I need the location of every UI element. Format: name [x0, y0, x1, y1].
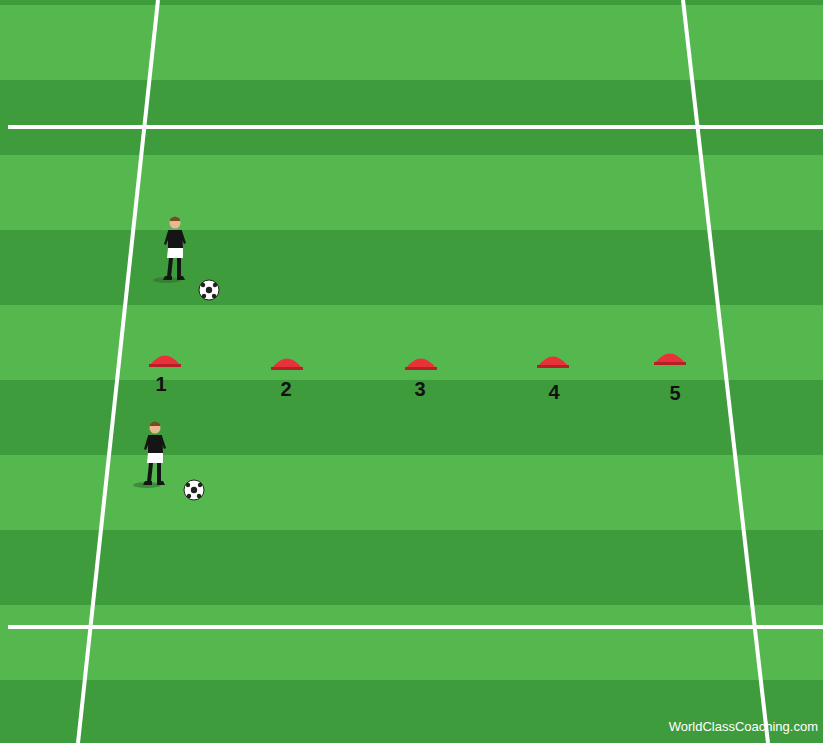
- cone: [654, 354, 686, 366]
- cone: [405, 359, 437, 371]
- watermark: WorldClassCoaching.com: [669, 719, 818, 734]
- player: [133, 422, 166, 489]
- cone: [537, 357, 569, 369]
- pitch-lines: [8, 0, 823, 743]
- callout-number: 3: [414, 378, 425, 401]
- cone: [149, 356, 181, 368]
- callout-number: 1: [155, 373, 166, 396]
- ball: [199, 280, 219, 300]
- callout-number: 2: [280, 378, 291, 401]
- callout-number: 5: [669, 382, 680, 405]
- ball: [184, 480, 204, 500]
- player: [153, 217, 186, 284]
- callout-number: 4: [548, 381, 559, 404]
- cones: [149, 354, 686, 371]
- cone: [271, 359, 303, 371]
